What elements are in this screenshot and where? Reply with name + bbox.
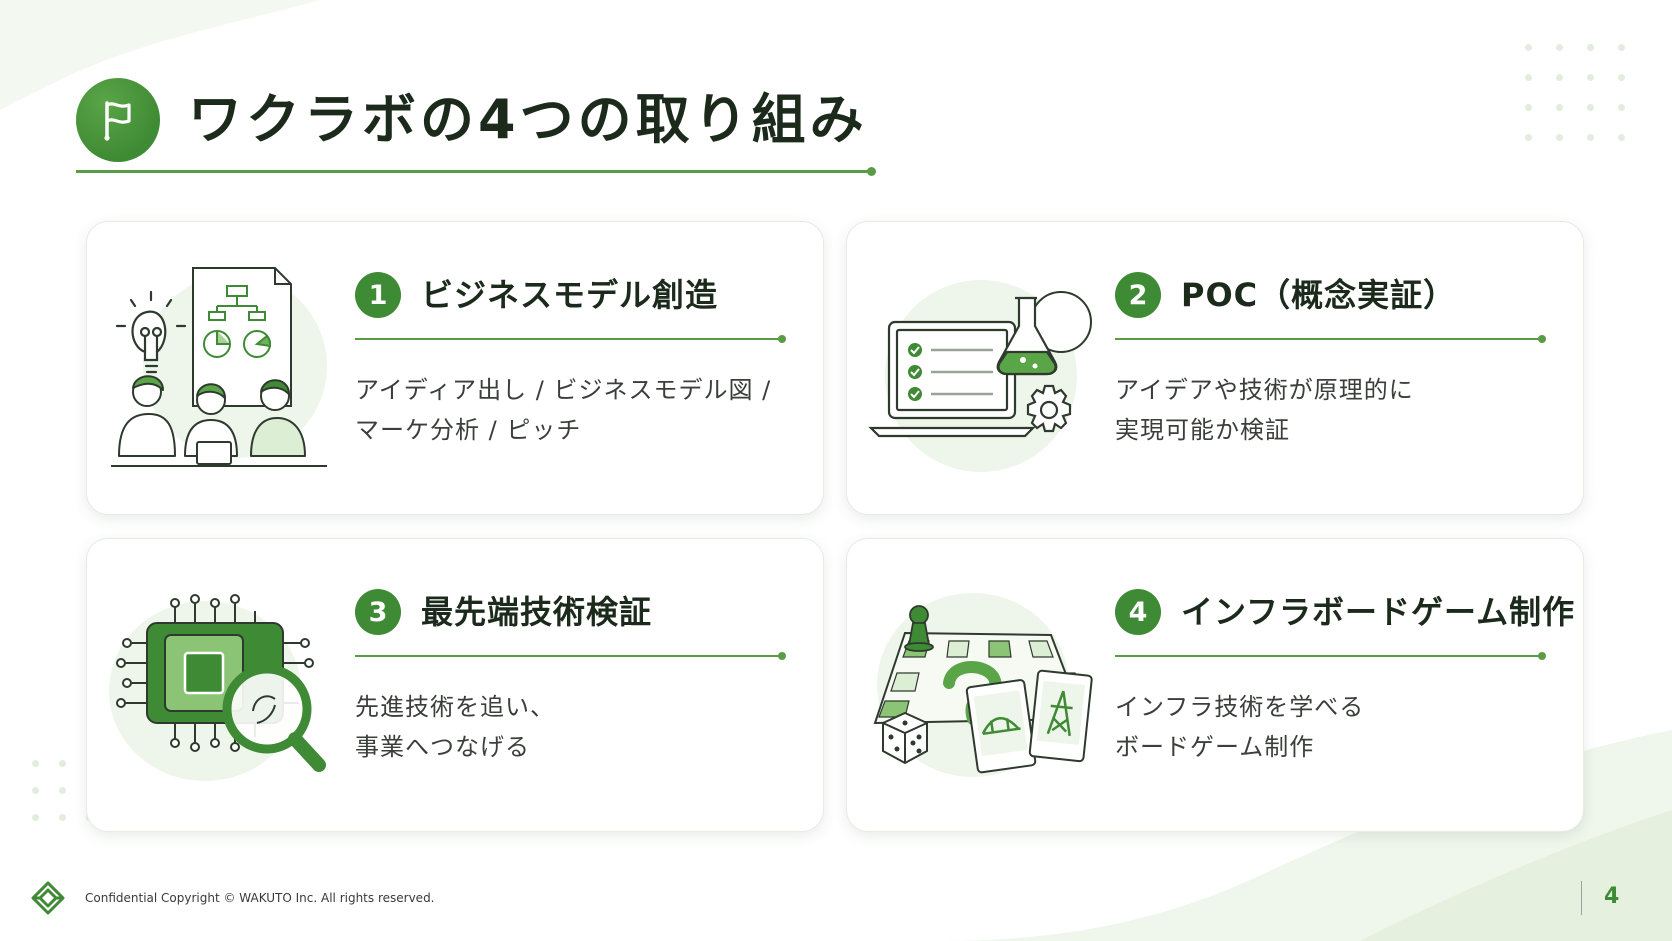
page-header: ワクラボの4つの取り組み [76, 78, 876, 162]
card-description-line: 先進技術を追い、 [355, 693, 555, 721]
number-badge: 4 [1115, 589, 1161, 635]
card-title: インフラボードゲーム制作 [1181, 593, 1576, 631]
card-description: 先進技術を追い、 事業へつなげる [355, 687, 795, 767]
board-game-illustration [873, 593, 1093, 777]
card-header: 3 最先端技術検証 [355, 587, 787, 637]
card-description-line: 実現可能か検証 [1115, 416, 1290, 444]
card-title: POC（概念実証） [1181, 276, 1457, 314]
card-divider [1115, 335, 1546, 343]
wakuto-logo-icon [31, 881, 65, 915]
card-header: 4 インフラボードゲーム制作 [1115, 587, 1574, 637]
laptop-flask-illustration [868, 280, 1092, 472]
card-description-line: 事業へつなげる [355, 733, 530, 761]
team-brainstorm-illustration [111, 267, 327, 467]
card-description-line: インフラ技術を学べる [1115, 693, 1365, 721]
card-business-model: 1 ビジネスモデル創造 アイディア出し / ビジネスモデル図 / マーケ分析 /… [86, 221, 824, 515]
title-underline [76, 167, 876, 176]
card-description-line: ボードゲーム制作 [1115, 733, 1315, 761]
card-description-line: アイデアや技術が原理的に [1115, 376, 1414, 404]
page-title: ワクラボの4つの取り組み [188, 88, 868, 151]
decorative-dots-bottom-left [32, 760, 93, 821]
page-number: 4 [1604, 884, 1620, 909]
number-badge: 3 [355, 589, 401, 635]
card-divider [355, 652, 786, 660]
card-title: 最先端技術検証 [421, 593, 653, 631]
card-divider [355, 335, 786, 343]
card-header: 2 POC（概念実証） [1115, 270, 1547, 320]
chip-magnifier-illustration [109, 594, 326, 781]
card-board-game: 4 インフラボードゲーム制作 インフラ技術を学べる ボードゲーム制作 [846, 538, 1584, 832]
number-badge: 2 [1115, 272, 1161, 318]
number-badge: 1 [355, 272, 401, 318]
card-description: インフラ技術を学べる ボードゲーム制作 [1115, 687, 1555, 767]
card-description-line: アイディア出し / ビジネスモデル図 / [355, 376, 772, 404]
card-description: アイデアや技術が原理的に 実現可能か検証 [1115, 370, 1555, 450]
decorative-dots-top-right [1525, 44, 1625, 141]
card-header: 1 ビジネスモデル創造 [355, 270, 787, 320]
card-advanced-tech: 3 最先端技術検証 先進技術を追い、 事業へつなげる [86, 538, 824, 832]
flag-icon [76, 78, 160, 162]
footer-separator [1581, 881, 1582, 915]
card-title: ビジネスモデル創造 [421, 276, 719, 314]
copyright-text: Confidential Copyright © WAKUTO Inc. All… [85, 891, 435, 905]
card-divider [1115, 652, 1546, 660]
card-poc: 2 POC（概念実証） アイデアや技術が原理的に 実現可能か検証 [846, 221, 1584, 515]
card-description-line: マーケ分析 / ピッチ [355, 416, 582, 444]
card-description: アイディア出し / ビジネスモデル図 / マーケ分析 / ピッチ [355, 370, 795, 450]
